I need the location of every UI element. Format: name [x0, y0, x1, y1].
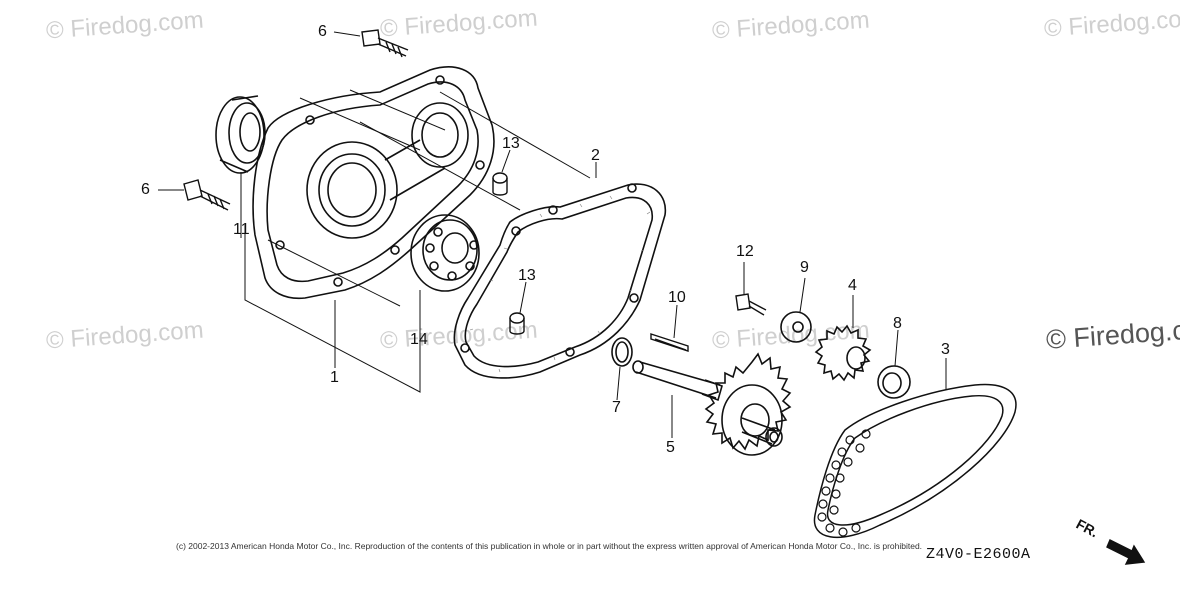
callout-13: 13 [502, 135, 520, 152]
callout-leaders [158, 31, 947, 438]
key [650, 333, 689, 352]
circlip [611, 337, 633, 367]
callout-9: 9 [800, 259, 809, 276]
gasket-texture [469, 195, 651, 373]
callout-1: 1 [330, 369, 339, 386]
callout-3: 3 [941, 341, 950, 358]
assembly-bracket-1 [244, 89, 591, 393]
callout-14: 14 [410, 331, 428, 348]
callout-7: 7 [612, 399, 621, 416]
drawing-code: Z4V0-E2600A [926, 546, 1031, 563]
callout-12: 12 [736, 243, 754, 260]
callout-13: 13 [518, 267, 536, 284]
washer [780, 311, 812, 343]
case-cover [252, 66, 495, 300]
gasket [453, 183, 667, 379]
callout-4: 4 [848, 277, 857, 294]
oil-seal [215, 95, 266, 174]
callout-6: 6 [318, 23, 327, 40]
callout-10: 10 [668, 289, 686, 306]
bolt-top [361, 29, 409, 58]
thrust-washer [877, 365, 911, 399]
drive-chain [813, 383, 1017, 538]
flange-bolt [735, 293, 767, 316]
callout-5: 5 [666, 439, 675, 456]
sprocket-small [814, 324, 872, 382]
callout-6: 6 [141, 181, 150, 198]
sprocket-large [704, 352, 792, 456]
bearing [410, 214, 480, 292]
callout-8: 8 [893, 315, 902, 332]
bolt-left [183, 179, 231, 211]
dowel-pin-lower [509, 312, 525, 335]
callout-2: 2 [591, 147, 600, 164]
dowel-pin-upper [492, 172, 508, 196]
copyright-notice: (c) 2002-2013 American Honda Motor Co., … [176, 541, 923, 551]
direction-arrow-icon [1106, 539, 1146, 565]
countershaft [632, 360, 783, 447]
callout-11: 11 [233, 221, 250, 238]
